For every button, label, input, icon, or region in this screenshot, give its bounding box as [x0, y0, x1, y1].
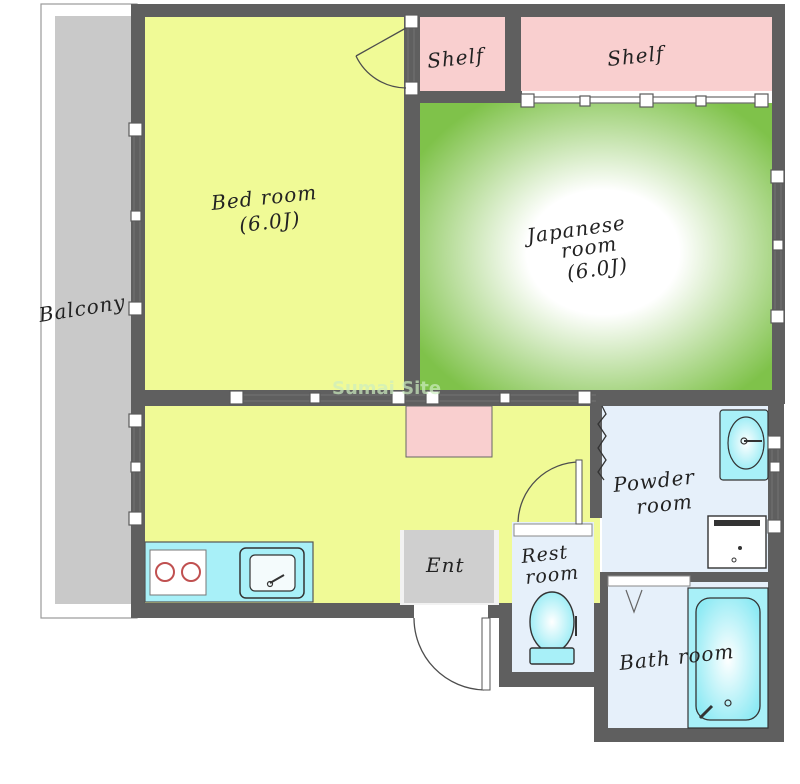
shelf-right: Shelf [521, 17, 772, 91]
entrance: Ent [400, 530, 499, 605]
storage-block [405, 405, 493, 458]
balcony [40, 3, 138, 619]
powder-room: Powder room [597, 405, 769, 572]
windows [128, 14, 785, 534]
shelf-left: Shelf [420, 17, 505, 91]
rest-room-label-line1: Rest [519, 541, 569, 568]
stove [149, 549, 207, 596]
bedroom: Bed room (6.0J) [145, 17, 404, 390]
bath-room: Bath room [607, 575, 769, 729]
folding-door [597, 405, 607, 481]
powder-room-label-line2: room [635, 489, 694, 519]
entrance-label: Ent [425, 553, 465, 577]
rest-room: Rest room [512, 522, 594, 672]
svg-text:room: room [635, 489, 694, 519]
burner-right [181, 562, 201, 582]
burner-left [155, 562, 175, 582]
watermark: Sumai Site [332, 378, 441, 399]
toilet [529, 591, 577, 665]
doors [355, 27, 583, 691]
svg-text:Rest: Rest [519, 541, 569, 568]
japanese-room: Japanese room (6.0J) [420, 103, 772, 390]
